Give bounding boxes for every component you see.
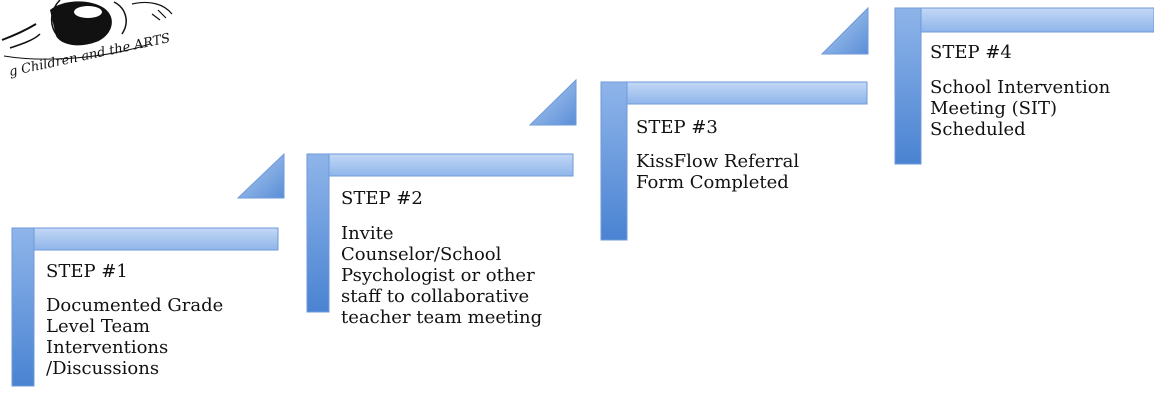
step-3-label: STEP #3 [636,117,718,138]
step-1-line: Documented Grade [46,295,224,316]
step-4-line: Scheduled [930,119,1026,140]
step-2-label: STEP #2 [341,188,423,209]
step-4-line: School Intervention [930,77,1111,98]
step-2-line: Counselor/School [341,244,502,265]
step-3-line: KissFlow Referral [636,151,800,172]
step-4-bar [894,7,1154,165]
step-2-bar [306,153,574,313]
step-4-label: STEP #4 [930,42,1012,63]
step-4-description: School Intervention Meeting (SIT) Schedu… [930,77,1110,140]
step-1-line: Level Team [46,316,150,337]
step-1-arrow-icon [236,152,285,199]
step-3-bar [600,81,868,241]
step-2-line: staff to collaborative [341,286,530,307]
step-2-arrow-icon [528,78,577,126]
step-1-line: /Discussions [46,358,160,379]
step-3-arrow-icon [820,6,869,55]
step-3-description: KissFlow Referral Form Completed [636,151,799,193]
step-1-label: STEP #1 [46,261,128,282]
step-3-line: Form Completed [636,172,789,193]
step-2-line: Psychologist or other [341,265,535,286]
step-1-bar [11,227,279,387]
step-2-line: Invite [341,223,394,244]
step-4-line: Meeting (SIT) [930,98,1058,119]
school-logo-icon [1,0,173,60]
step-1-line: Interventions [46,337,169,358]
step-2-description: Invite Counselor/School Psychologist or … [341,223,542,328]
step-2-line: teacher team meeting [341,307,543,328]
step-1-description: Documented Grade Level Team Intervention… [46,295,223,379]
